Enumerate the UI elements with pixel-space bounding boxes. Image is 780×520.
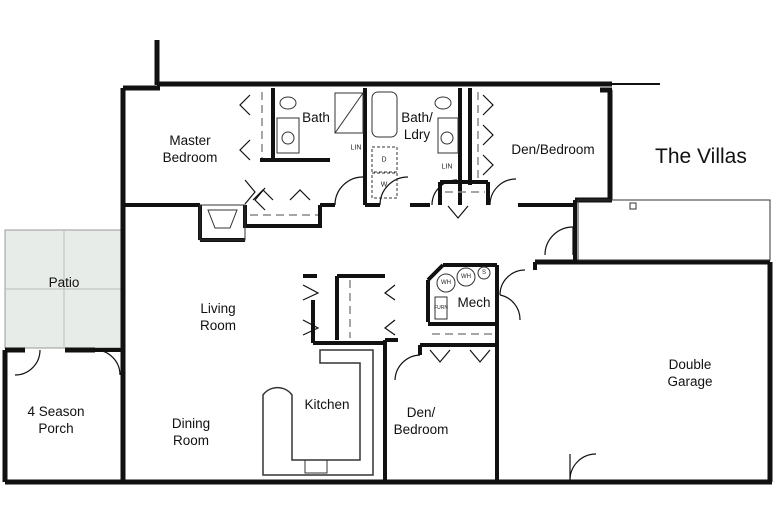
plan-title: The Villas xyxy=(655,145,747,168)
room-den-bedroom-bottom: Den/Bedroom xyxy=(393,405,449,437)
room-den-bedroom-top: Den/Bedroom xyxy=(511,142,595,157)
water-heater-label: WH xyxy=(461,274,471,280)
room-bath-laundry: Bath/Ldry xyxy=(401,110,433,142)
linen-closet-label: LIN xyxy=(350,144,362,152)
door-swings xyxy=(14,94,597,481)
water-heater-label: WH xyxy=(441,280,451,286)
room-mech: Mech xyxy=(457,295,491,310)
kitchen-counter xyxy=(262,349,374,476)
room-bath: Bath xyxy=(302,110,330,125)
room-kitchen: Kitchen xyxy=(304,397,350,412)
linen-closet-label: LIN xyxy=(441,163,453,171)
fixtures xyxy=(199,91,491,320)
softener-label: S xyxy=(481,270,487,276)
dryer-label: D xyxy=(381,156,387,164)
room-patio: Patio xyxy=(48,275,80,290)
washer-label: W xyxy=(380,181,388,189)
furnace-label: FURN xyxy=(434,305,448,311)
